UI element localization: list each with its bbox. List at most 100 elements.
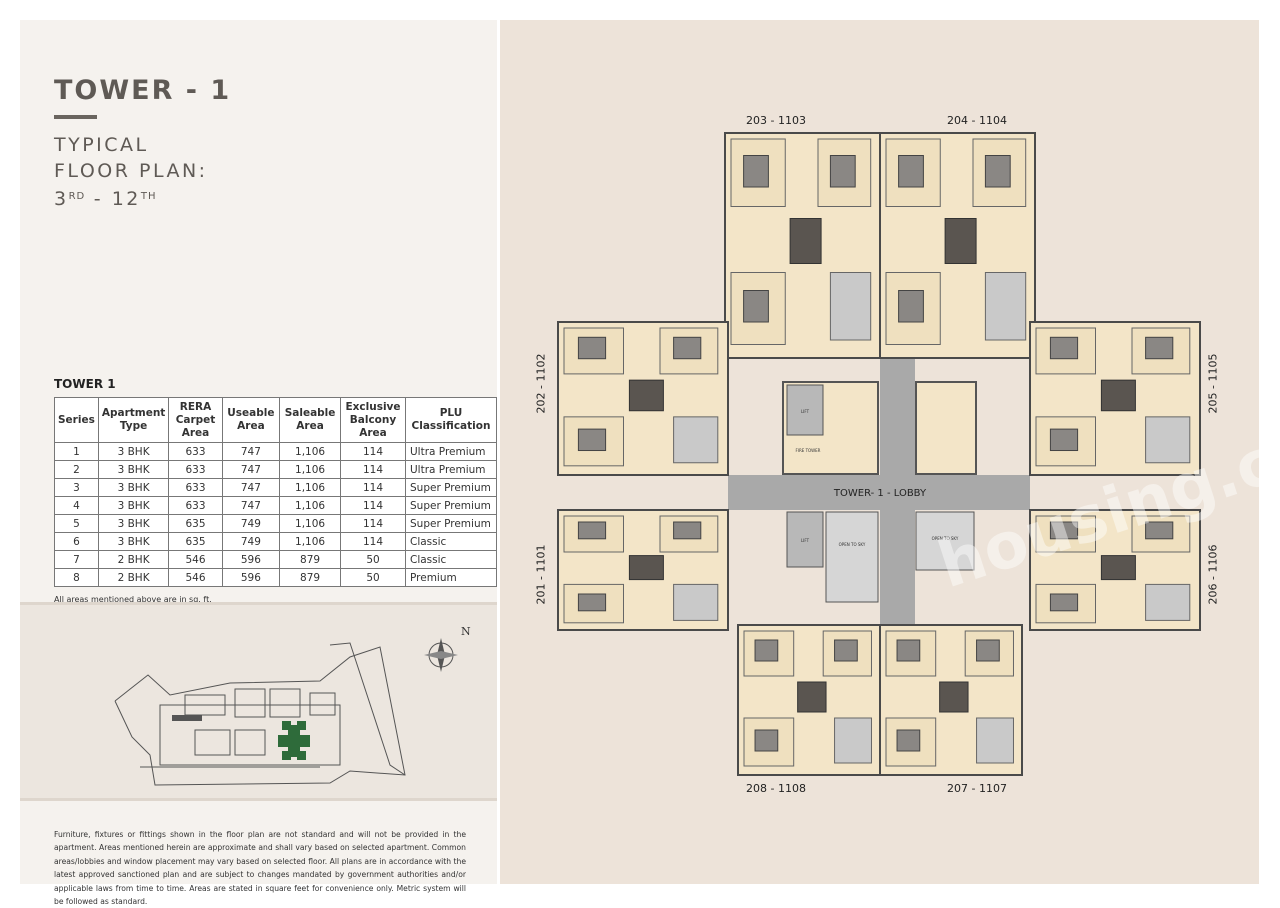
table-cell: 749	[221, 532, 281, 551]
balcony	[984, 272, 1027, 341]
bed-furniture	[577, 521, 607, 540]
unit-label-right-lower: 206 - 1106	[1206, 544, 1220, 605]
living-dining-furniture	[628, 555, 664, 581]
table-cell: 633	[168, 496, 223, 515]
table-cell: Classic	[405, 550, 497, 569]
balcony	[673, 416, 719, 464]
table-cell: 879	[279, 568, 341, 587]
table-cell: Ultra Premium	[405, 460, 497, 479]
balcony	[829, 272, 872, 341]
unit-label-top-right: 204 - 1104	[947, 114, 1007, 127]
open-to-sky-right	[915, 511, 975, 571]
open-to-sky-left	[825, 511, 879, 603]
table-note: All areas mentioned above are in sq. ft.	[54, 595, 212, 604]
table-cell: 1,106	[279, 514, 341, 533]
bed-furniture	[898, 155, 924, 188]
table-cell: 3 BHK	[97, 532, 170, 551]
table-cell: 50	[340, 550, 406, 569]
living-dining-furniture	[628, 379, 664, 412]
table-cell: 596	[221, 568, 281, 587]
disclaimer-text: Furniture, fixtures or fittings shown in…	[54, 830, 466, 907]
subtitle-line: FLOOR PLAN:	[54, 160, 208, 182]
bed-furniture	[1049, 521, 1079, 540]
table-cell: 546	[168, 568, 223, 587]
column-header: Useable Area	[221, 397, 281, 443]
table-cell: 633	[168, 460, 223, 479]
table-cell: 6	[54, 532, 99, 551]
site-hatch	[172, 715, 202, 721]
living-dining-furniture	[1100, 555, 1136, 581]
tower-1-highlight	[278, 721, 310, 760]
table-cell: 3 BHK	[97, 460, 170, 479]
table-cell: 114	[340, 460, 406, 479]
table-cell: 3 BHK	[97, 478, 170, 497]
table-cell: 1,106	[279, 460, 341, 479]
table-cell: 2 BHK	[97, 568, 170, 587]
table-cell: 114	[340, 442, 406, 461]
open-to-sky-label: OPEN TO SKY	[932, 536, 959, 541]
floor-plan-drawing: LIFT LIFT FIRE TOWER OPEN TO SKY OPEN TO…	[557, 132, 1201, 776]
balcony	[834, 717, 872, 764]
table-cell: 749	[221, 514, 281, 533]
bed-furniture	[896, 729, 921, 752]
table-cell: 5	[54, 514, 99, 533]
table-cell: 1,106	[279, 496, 341, 515]
table-cell: 3 BHK	[97, 496, 170, 515]
table-cell: Super Premium	[405, 514, 497, 533]
balcony	[1145, 583, 1191, 621]
bed-furniture	[673, 336, 702, 360]
table-cell: 3	[54, 478, 99, 497]
table-cell: 114	[340, 514, 406, 533]
bed-furniture	[743, 155, 769, 188]
bed-furniture	[1145, 336, 1174, 360]
lift-upper	[786, 384, 824, 436]
living-dining-furniture	[1100, 379, 1136, 412]
lobby-corridor-horizontal	[728, 475, 1030, 510]
table-cell: 747	[221, 460, 281, 479]
balcony	[673, 583, 719, 621]
table-cell: 596	[221, 550, 281, 569]
table-cell: 3 BHK	[97, 514, 170, 533]
column-header: Exclusive Balcony Area	[340, 397, 406, 443]
bed-furniture	[984, 155, 1011, 188]
column-header: Saleable Area	[279, 397, 341, 443]
table-cell: 635	[168, 532, 223, 551]
bed-furniture	[976, 639, 1000, 662]
bed-furniture	[1049, 428, 1079, 452]
floor-plan-panel: LIFT LIFT FIRE TOWER OPEN TO SKY OPEN TO…	[500, 20, 1280, 884]
table-cell: Ultra Premium	[405, 442, 497, 461]
unit-label-bottom-left: 208 - 1108	[746, 782, 806, 795]
living-dining-furniture	[797, 681, 827, 713]
bed-furniture	[577, 593, 607, 612]
table-cell: 2 BHK	[97, 550, 170, 569]
table-cell: 50	[340, 568, 406, 587]
table-cell: 114	[340, 496, 406, 515]
column-header: Apartment Type	[97, 397, 170, 443]
lift-lower	[786, 511, 824, 568]
table-cell: Classic	[405, 532, 497, 551]
unit-label-right-upper: 205 - 1105	[1206, 353, 1220, 414]
table-cell: 114	[340, 478, 406, 497]
bed-furniture	[898, 290, 924, 323]
table-cell: 1,106	[279, 442, 341, 461]
floor-range: 3RD - 12TH	[54, 188, 157, 210]
table-cell: 546	[168, 550, 223, 569]
column-header: PLU Classification	[405, 397, 497, 443]
table-cell: Super Premium	[405, 478, 497, 497]
bed-furniture	[743, 290, 769, 323]
table-cell: 4	[54, 496, 99, 515]
lift-label: LIFT	[801, 409, 810, 414]
info-panel: TOWER - 1 TYPICAL FLOOR PLAN: 3RD - 12TH…	[20, 20, 497, 906]
table-cell: 747	[221, 478, 281, 497]
table-cell: Super Premium	[405, 496, 497, 515]
balcony	[1145, 416, 1191, 464]
table-cell: 879	[279, 550, 341, 569]
lobby-label: TOWER- 1 - LOBBY	[833, 488, 927, 499]
site-plan-drawing: N	[114, 625, 471, 786]
table-cell: 1,106	[279, 478, 341, 497]
